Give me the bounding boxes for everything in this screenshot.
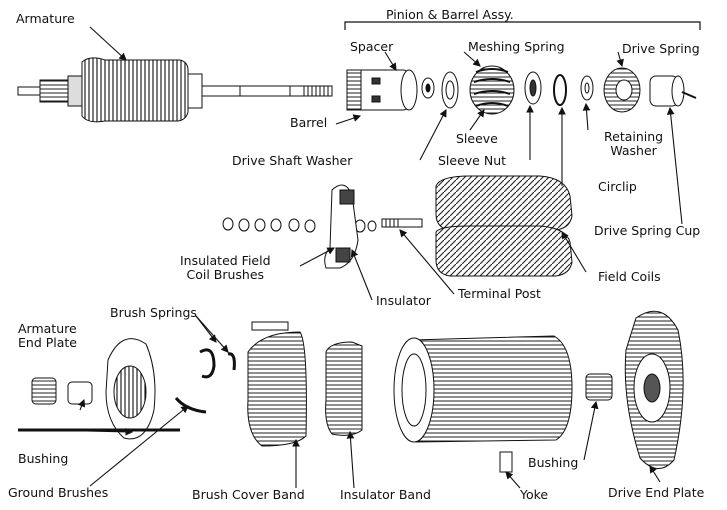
label-brush-springs: Brush Springs [110,305,197,320]
terminal-post-part [381,218,423,228]
drive-spring-cup-part [649,75,697,107]
label-sleeve: Sleeve [456,131,498,146]
retaining-washer-part [580,75,594,101]
label-terminal-post: Terminal Post [458,286,541,301]
field-coils-part [435,175,573,277]
label-bushing-left: Bushing [18,451,69,466]
label-circlip: Circlip [598,179,637,194]
label-barrel: Barrel [290,115,328,130]
label-drive-spring: Drive Spring [622,41,700,56]
label-yoke: Yoke [520,487,549,502]
label-drive-end-plate: Drive End Plate [608,485,705,500]
label-insulated-field-coil-brushes: Insulated Field Coil Brushes [180,253,271,282]
label-drive-shaft-washer: Drive Shaft Washer [232,153,353,168]
circlip-part [553,74,567,106]
label-pinion-barrel-assy: Pinion & Barrel Assy. [386,7,514,22]
label-brush-cover-band: Brush Cover Band [192,487,305,502]
brush-cover-band-part [247,321,307,447]
spacer-part [421,77,435,99]
pinion-barrel-bracket [344,21,701,30]
drive-end-plate-part [624,310,684,469]
armature-part [17,57,333,123]
sleeve-part [469,65,515,115]
insulated-brushes-part [324,184,359,269]
sleeve-nut-part [524,71,542,105]
label-ground-brushes: Ground Brushes [8,485,109,500]
nuts-washers-row [222,217,377,233]
drive-spring-part [603,67,641,113]
brush-springs-part [174,348,236,414]
drive-shaft-washer-part [441,71,459,109]
bushing-left-part [31,377,93,405]
yoke-part [393,335,573,473]
label-retaining-washer: Retaining Washer [604,129,664,158]
label-sleeve-nut: Sleeve Nut [438,153,507,168]
insulator-band-part [325,341,363,436]
label-drive-spring-cup: Drive Spring Cup [594,223,701,238]
barrel-part [346,69,418,111]
leader-lines [43,26,683,489]
label-field-coils: Field Coils [598,269,661,284]
label-insulator: Insulator [376,293,431,308]
label-armature: Armature [16,11,75,26]
label-armature-end-plate: Armature End Plate [18,321,77,350]
label-insulator-band: Insulator Band [340,487,431,502]
label-bushing-right: Bushing [528,455,579,470]
label-meshing-spring: Meshing Spring [468,39,565,54]
label-spacer: Spacer [350,39,394,54]
bushing-right-part [585,373,613,401]
